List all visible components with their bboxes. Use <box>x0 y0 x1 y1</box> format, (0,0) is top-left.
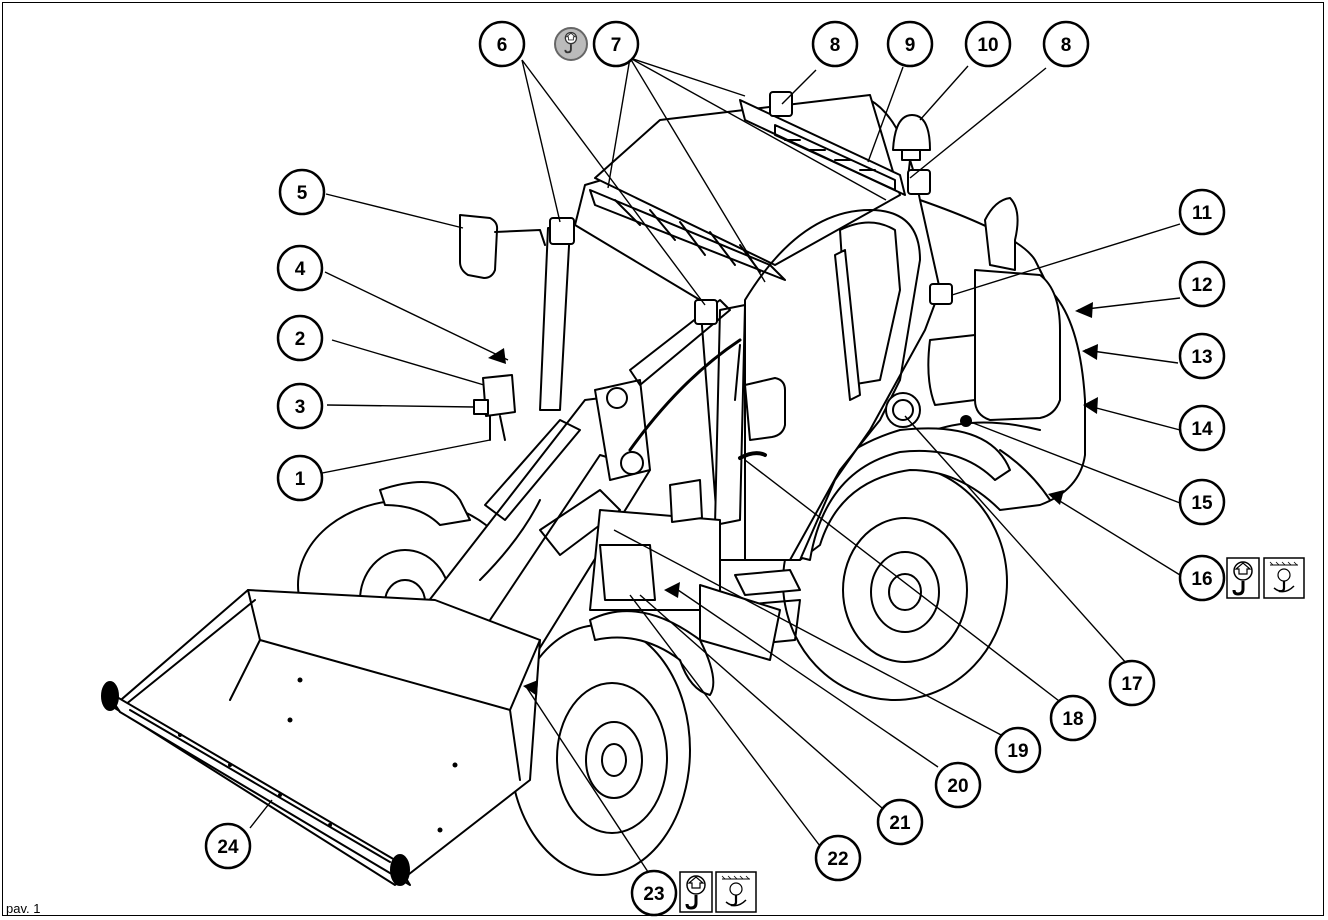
callout-22-label: 22 <box>827 849 848 870</box>
callout-1: 1 <box>276 454 324 502</box>
callout-10: 10 <box>964 20 1012 68</box>
roof-light-bar <box>739 99 906 196</box>
callout-8-right-label: 8 <box>1061 35 1072 56</box>
callout-13: 13 <box>1178 332 1226 380</box>
callout-3-label: 3 <box>295 397 306 418</box>
callout-8-right: 8 <box>1042 20 1090 68</box>
callout-19: 19 <box>994 726 1042 774</box>
callout-14: 14 <box>1178 404 1226 452</box>
callout-19-label: 19 <box>1007 741 1028 762</box>
callout-4: 4 <box>276 244 324 292</box>
callout-20: 20 <box>934 761 982 809</box>
callout-9: 9 <box>886 20 934 68</box>
callout-13-label: 13 <box>1191 347 1212 368</box>
callout-7-label: 7 <box>611 35 622 56</box>
work-light-roof-right <box>907 169 931 195</box>
lift-point-symbol-top <box>554 27 588 61</box>
callout-14-label: 14 <box>1191 419 1213 440</box>
leader-lines <box>249 57 1181 879</box>
work-light-front-right <box>694 299 718 325</box>
cab <box>539 94 941 646</box>
callout-12: 12 <box>1178 260 1226 308</box>
headlight-right <box>669 479 703 523</box>
callout-16-label: 16 <box>1191 569 1212 590</box>
callout-23: 23 <box>630 869 678 917</box>
callout-18: 18 <box>1049 694 1097 742</box>
rear-step <box>699 584 781 661</box>
loader-boom <box>379 299 786 681</box>
callout-24: 24 <box>204 822 252 870</box>
callout-2: 2 <box>276 314 324 362</box>
left-rear-mirror <box>459 214 546 279</box>
callout-24-label: 24 <box>217 837 239 858</box>
work-light-front-left <box>549 217 575 245</box>
callout-6-label: 6 <box>497 35 508 56</box>
rear-right-wheel <box>782 463 1008 701</box>
callout-2-label: 2 <box>295 329 306 350</box>
callout-8-left: 8 <box>811 20 859 68</box>
callouts: 1 2 3 4 5 6 7 8 <box>204 20 1226 917</box>
headlight-left <box>473 374 516 441</box>
callout-3: 3 <box>276 382 324 430</box>
callout-15-label: 15 <box>1191 493 1213 514</box>
front-right-wheel <box>509 624 691 876</box>
callout-6: 6 <box>478 20 526 68</box>
callout-7: 7 <box>592 20 640 68</box>
lifting-hook-icon <box>678 870 714 914</box>
tie-down-icon <box>1262 556 1306 600</box>
callout-18-label: 18 <box>1062 709 1083 730</box>
lifting-hook-icon <box>1225 556 1261 600</box>
callout-21: 21 <box>876 798 924 846</box>
callout-11: 11 <box>1178 188 1226 236</box>
callout-16: 16 <box>1178 554 1226 602</box>
callout-15: 15 <box>1178 478 1226 526</box>
callout-9-label: 9 <box>905 35 916 56</box>
work-light-rear <box>929 283 953 305</box>
callout-17: 17 <box>1108 659 1156 707</box>
callout-5: 5 <box>278 168 326 216</box>
callout-22: 22 <box>814 834 862 882</box>
callout-20-label: 20 <box>947 776 968 797</box>
callout-5-label: 5 <box>297 183 308 204</box>
callout-21-label: 21 <box>889 813 911 834</box>
callout-12-label: 12 <box>1191 275 1212 296</box>
callout-4-label: 4 <box>295 259 306 280</box>
callout-23-symbols <box>678 870 758 914</box>
callout-16-symbols <box>1225 556 1306 600</box>
bucket <box>101 589 541 886</box>
callout-1-label: 1 <box>295 469 306 490</box>
lifting-hook-icon <box>564 31 578 54</box>
callout-17-label: 17 <box>1121 674 1142 695</box>
callout-10-label: 10 <box>977 35 998 56</box>
callout-23-label: 23 <box>643 884 664 905</box>
arrowheads <box>488 302 1098 696</box>
figure-caption: pav. 1 <box>6 901 41 916</box>
work-light-roof-left <box>769 91 793 117</box>
callout-8-left-label: 8 <box>830 35 841 56</box>
tie-down-icon <box>714 870 758 914</box>
callout-11-label: 11 <box>1192 203 1213 224</box>
